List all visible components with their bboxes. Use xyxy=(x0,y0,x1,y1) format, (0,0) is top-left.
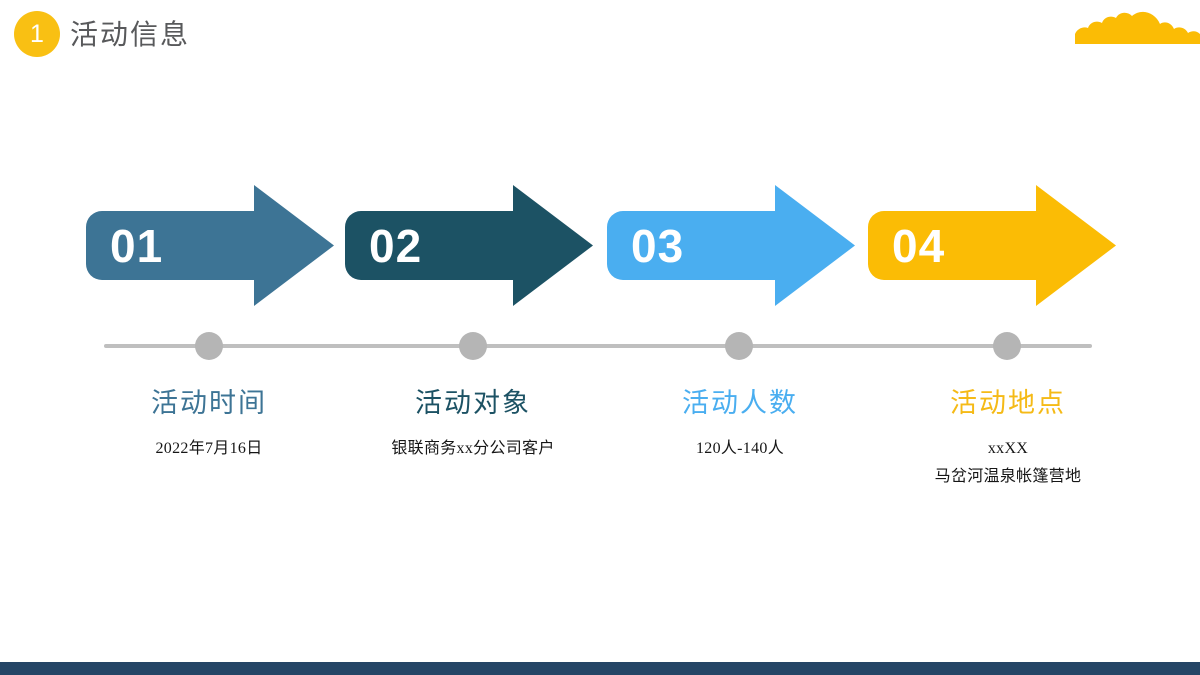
step-caption-03: 活动人数 120人-140人 xyxy=(590,385,890,463)
process-arrows: 01 02 03 04 xyxy=(0,183,1200,308)
step-title-02: 活动对象 xyxy=(415,388,531,418)
page-title: 活动信息 xyxy=(70,20,191,51)
step-caption-02: 活动对象 银联商务xx分公司客户 xyxy=(323,385,623,463)
step-caption-04: 活动地点 xxXX 马岔河温泉帐篷营地 xyxy=(858,385,1158,491)
arrow-number-04: 04 xyxy=(892,220,946,272)
section-number-badge: 1 xyxy=(14,11,60,57)
process-arrow-03[interactable]: 03 xyxy=(607,183,857,308)
process-arrow-01[interactable]: 01 xyxy=(86,183,336,308)
step-title-04: 活动地点 xyxy=(950,388,1066,418)
process-arrow-04[interactable]: 04 xyxy=(868,183,1118,308)
step-detail-01-line-1: 2022年7月16日 xyxy=(155,440,263,457)
step-title-01: 活动时间 xyxy=(151,388,267,418)
timeline-dot-01[interactable] xyxy=(195,332,223,360)
step-detail-04-line-1: xxXX xyxy=(987,440,1029,457)
footer-bar xyxy=(0,662,1200,675)
timeline-dot-02[interactable] xyxy=(459,332,487,360)
step-captions: 活动时间 2022年7月16日 活动对象 银联商务xx分公司客户 活动人数 12… xyxy=(0,385,1200,535)
arrow-number-03: 03 xyxy=(631,220,685,272)
step-caption-01: 活动时间 2022年7月16日 xyxy=(59,385,359,463)
arrow-number-01: 01 xyxy=(110,220,164,272)
cloud-icon xyxy=(1075,0,1200,48)
slide-header: 1 活动信息 xyxy=(0,0,1200,68)
step-title-03: 活动人数 xyxy=(682,388,798,418)
step-detail-04-line-2: 马岔河温泉帐篷营地 xyxy=(934,468,1082,485)
step-detail-02-line-1: 银联商务xx分公司客户 xyxy=(391,440,555,457)
arrow-number-02: 02 xyxy=(369,220,423,272)
timeline-dot-04[interactable] xyxy=(993,332,1021,360)
timeline-dot-03[interactable] xyxy=(725,332,753,360)
step-detail-03-line-1: 120人-140人 xyxy=(695,440,785,457)
timeline-line xyxy=(104,344,1092,348)
timeline-track xyxy=(0,330,1200,365)
process-arrow-02[interactable]: 02 xyxy=(345,183,595,308)
